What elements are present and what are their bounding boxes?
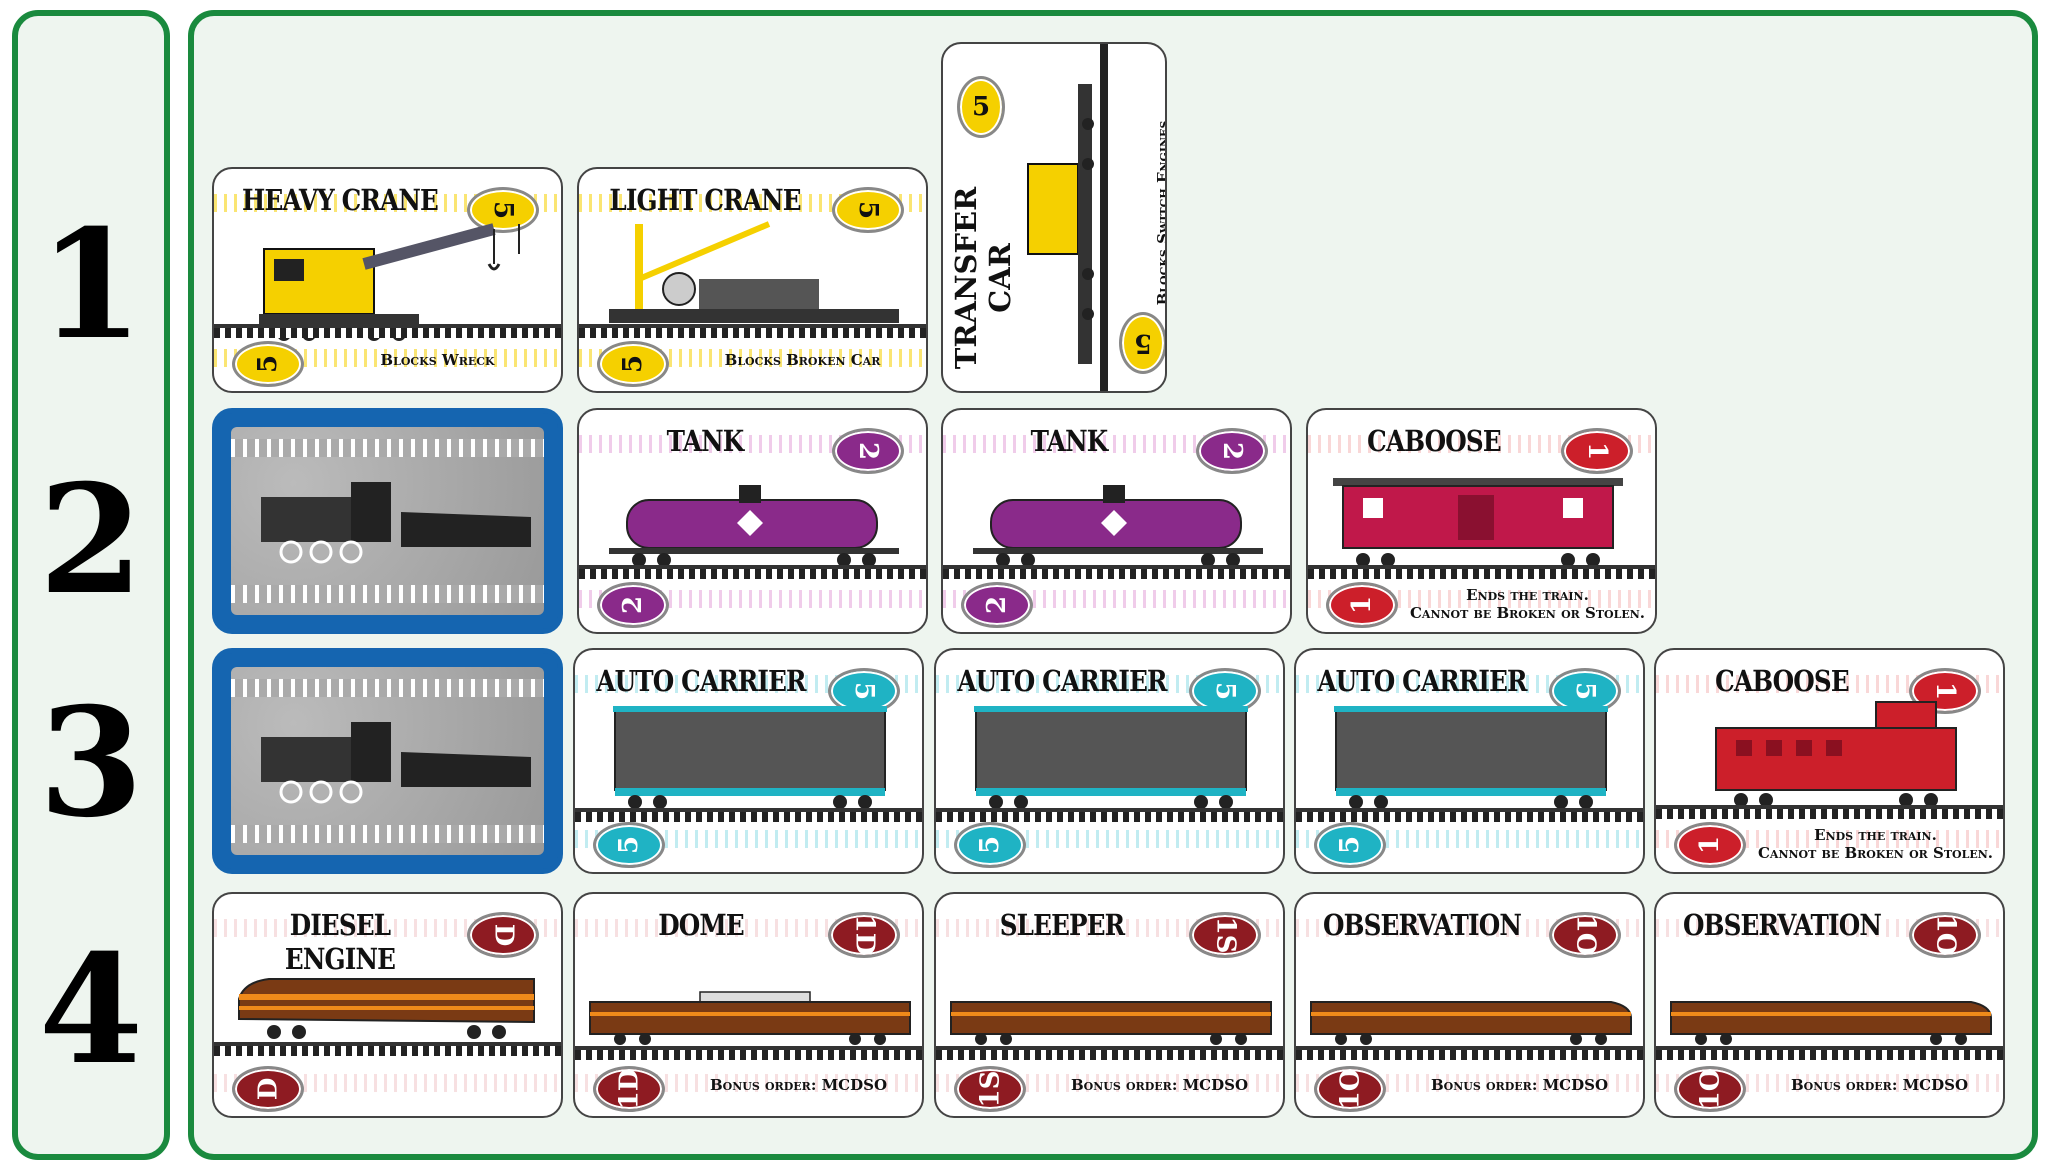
card-back-steam-engine[interactable] (212, 408, 563, 634)
transfer-car-illustration (1027, 44, 1108, 391)
row-number-3: 3 (38, 675, 144, 851)
value-badge-small: D (232, 1066, 304, 1112)
card-caboose-1[interactable]: CABOOSE 1 1 Ends the train.Cannot be Bro… (1306, 408, 1657, 634)
value-badge-small: 5 (1314, 822, 1386, 868)
card-diesel-engine[interactable]: DIESEL ENGINE D D (212, 892, 563, 1118)
card-title: TANK (1030, 424, 1109, 458)
value-badge-small: 5 (232, 341, 304, 387)
value-badge: D (467, 912, 539, 958)
value-badge: 1 (1561, 428, 1633, 474)
card-caboose-2[interactable]: CABOOSE 1 1 Ends the train.Cannot be Bro… (1654, 648, 2005, 874)
card-title: HEAVY CRANE (242, 183, 439, 217)
card-description: Blocks Broken Car (724, 351, 881, 369)
value-badge: 1O (1909, 912, 1981, 958)
card-title: AUTO CARRIER (957, 664, 1167, 698)
card-title: DIESEL ENGINE (284, 908, 396, 976)
tank-car-illustration (973, 485, 1263, 567)
card-observation-1[interactable]: OBSERVATION 1O 1O Bonus order: MCDSO (1294, 892, 1645, 1118)
card-title: AUTO CARRIER (596, 664, 806, 698)
value-badge-small: 1 (1674, 822, 1746, 868)
auto-carrier-illustration (613, 706, 887, 809)
card-auto-carrier-3[interactable]: AUTO CARRIER 5 5 (1294, 648, 1645, 874)
card-description: Ends the train.Cannot be Broken or Stole… (1409, 586, 1646, 622)
observation-car-illustration (1310, 1001, 1632, 1045)
value-badge-small: 2 (597, 582, 669, 628)
card-observation-2[interactable]: OBSERVATION 1O 1O Bonus order: MCDSO (1654, 892, 2005, 1118)
card-description: Blocks Wreck (380, 351, 495, 369)
dome-car-illustration (589, 991, 911, 1045)
card-description: Bonus order: MCDSO (709, 1076, 888, 1094)
card-description: Blocks Switch Engines (1154, 120, 1167, 306)
card-title: OBSERVATION (1682, 908, 1882, 942)
diesel-engine-illustration (238, 978, 535, 1039)
card-title: CABOOSE (1367, 424, 1501, 458)
auto-carrier-illustration (974, 706, 1248, 809)
tank-car-illustration (609, 485, 899, 567)
value-badge: 5 (832, 187, 904, 233)
value-badge-small: 5 (954, 822, 1026, 868)
value-badge: 1D (828, 912, 900, 958)
steam-engine-icon (261, 722, 531, 804)
value-badge: 1O (1549, 912, 1621, 958)
value-badge: 2 (832, 428, 904, 474)
card-description: Bonus order: MCDSO (1070, 1076, 1249, 1094)
row-number-2: 2 (38, 452, 144, 628)
value-badge-small: 5 (1119, 312, 1165, 374)
crane-car-illustration (259, 223, 520, 341)
value-badge-small: 1D (593, 1066, 665, 1112)
card-title: SLEEPER (999, 908, 1125, 942)
card-light-crane[interactable]: LIGHT CRANE 5 5 Blocks Broken Car (577, 167, 928, 393)
value-badge: 1S (1189, 912, 1261, 958)
value-badge-small: 5 (597, 341, 669, 387)
steam-engine-icon (261, 482, 531, 564)
card-title: CABOOSE (1715, 664, 1849, 698)
card-description: Bonus order: MCDSO (1790, 1076, 1969, 1094)
row-number-panel (12, 10, 170, 1160)
card-auto-carrier-1[interactable]: AUTO CARRIER 5 5 (573, 648, 924, 874)
caboose-illustration (1715, 701, 1957, 807)
value-badge-small: 1 (1326, 582, 1398, 628)
observation-car-illustration (1670, 1001, 1992, 1045)
card-tank-1[interactable]: TANK 2 2 (577, 408, 928, 634)
value-badge-small: 1O (1314, 1066, 1386, 1112)
value-badge-small: 2 (961, 582, 1033, 628)
card-description: Ends the train.Cannot be Broken or Stole… (1757, 826, 1994, 862)
value-badge-small: 5 (593, 822, 665, 868)
auto-carrier-illustration (1334, 706, 1608, 809)
row-number-4: 4 (38, 922, 144, 1098)
value-badge: 5 (467, 187, 539, 233)
card-description: Bonus order: MCDSO (1430, 1076, 1609, 1094)
card-title: TANK (666, 424, 745, 458)
card-sleeper[interactable]: SLEEPER 1S 1S Bonus order: MCDSO (934, 892, 1285, 1118)
card-dome[interactable]: DOME 1D 1D Bonus order: MCDSO (573, 892, 924, 1118)
value-badge-small: 1S (954, 1066, 1026, 1112)
caboose-illustration (1333, 478, 1623, 567)
card-transfer-car[interactable]: 5 TRANSFER CAR Blocks Switch Engines 5 (941, 42, 1167, 393)
card-heavy-crane[interactable]: HEAVY CRANE 5 5 Blocks Wreck (212, 167, 563, 393)
card-title: OBSERVATION (1322, 908, 1522, 942)
value-badge: 2 (1196, 428, 1268, 474)
card-title: AUTO CARRIER (1317, 664, 1527, 698)
card-back-steam-engine[interactable] (212, 648, 563, 874)
row-number-1: 1 (38, 197, 144, 373)
value-badge: 5 (957, 76, 1005, 138)
card-tank-2[interactable]: TANK 2 2 (941, 408, 1292, 634)
card-auto-carrier-2[interactable]: AUTO CARRIER 5 5 (934, 648, 1285, 874)
light-crane-illustration (609, 221, 899, 338)
card-title: LIGHT CRANE (609, 183, 801, 217)
value-badge-small: 1O (1674, 1066, 1746, 1112)
card-title: DOME (658, 908, 744, 942)
sleeper-car-illustration (950, 1001, 1272, 1045)
